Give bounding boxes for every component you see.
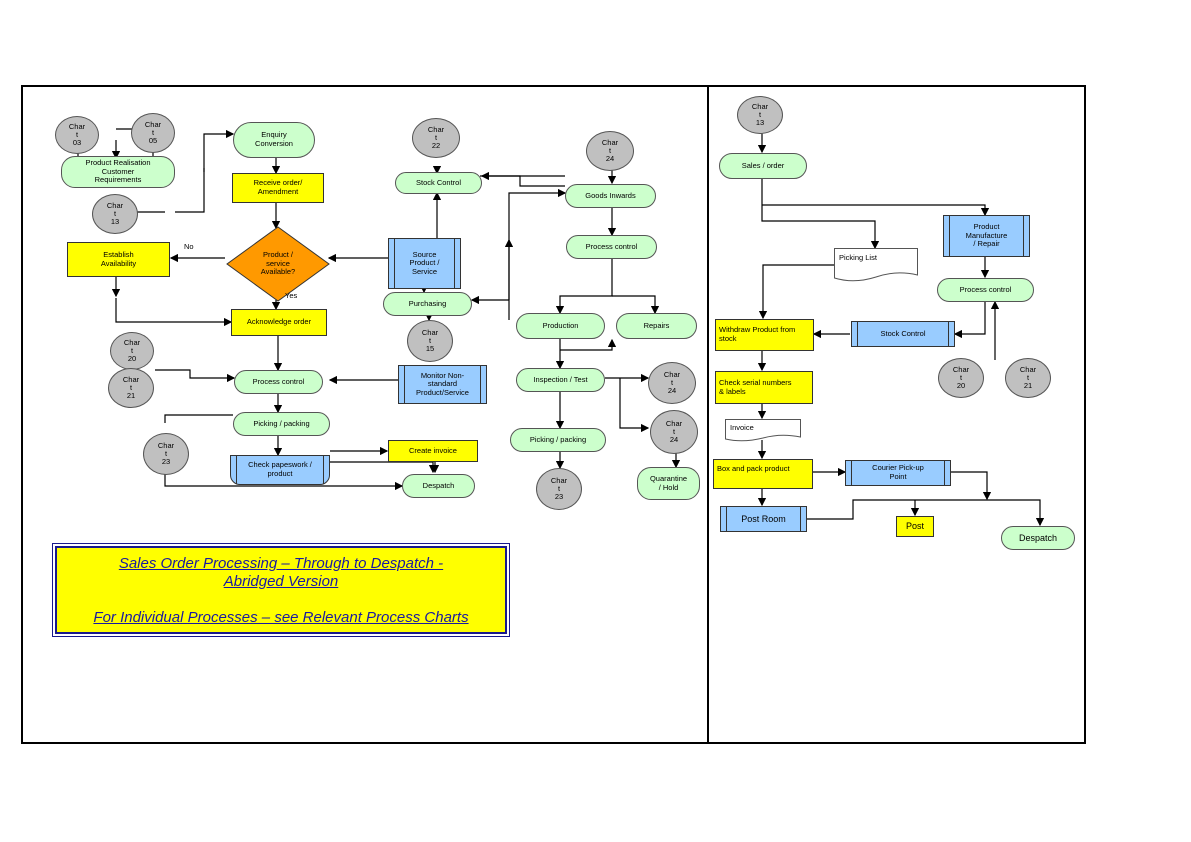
picking-packing-2-node: Picking / packing (510, 428, 606, 452)
title-line-1: Sales Order Processing – Through to Desp… (118, 555, 444, 572)
chart-ref-24-low: Char t 24 (650, 410, 698, 454)
process-control-node: Process control (234, 370, 323, 394)
post-node: Post (896, 516, 934, 537)
chart-ref-05: Char t 05 (131, 113, 175, 153)
sales-order-node: Sales / order (719, 153, 807, 179)
picking-packing-node: Picking / packing (233, 412, 330, 436)
chart-ref-24-top: Char t 24 (586, 131, 634, 171)
chart-ref-13: Char t 13 (92, 194, 138, 234)
product-realisation-node: Product Realisation Customer Requirement… (61, 156, 175, 188)
right-process-control-node: Process control (937, 278, 1034, 302)
title-line-2: Abridged Version (223, 573, 339, 590)
right-despatch-node: Despatch (1001, 526, 1075, 550)
picking-list-label: Picking List (839, 252, 877, 262)
right-chart-ref-20: Char t 20 (938, 358, 984, 398)
despatch-node: Despatch (402, 474, 475, 498)
receive-order-node: Receive order/ Amendment (232, 173, 324, 203)
chart-ref-24-mid: Char t 24 (648, 362, 696, 404)
chart-ref-21: Char t 21 (108, 368, 154, 408)
create-invoice-node: Create invoice (388, 440, 478, 462)
box-pack-node: Box and pack product (713, 459, 813, 489)
product-available-label: Product / service Available? (260, 250, 296, 277)
goods-inwards-node: Goods Inwards (565, 184, 656, 208)
inspection-test-node: Inspection / Test (516, 368, 605, 392)
repairs-node: Repairs (616, 313, 697, 339)
post-room-node: Post Room (720, 506, 807, 532)
purchasing-node: Purchasing (383, 292, 472, 316)
courier-node: Courier Pick-up Point (845, 460, 951, 486)
chart-ref-20: Char t 20 (110, 332, 154, 370)
chart-ref-03: Char t 03 (55, 116, 99, 154)
diagram-title-box: Sales Order Processing – Through to Desp… (52, 543, 510, 637)
yes-label: Yes (285, 291, 298, 300)
process-control-2-node: Process control (566, 235, 657, 259)
chart-ref-23: Char t 23 (143, 433, 189, 475)
enquiry-conversion-node: Enquiry Conversion (233, 122, 315, 158)
chart-ref-22: Char t 22 (412, 118, 460, 158)
invoice-label: Invoice (730, 422, 754, 432)
source-product-node: Source Product / Service (388, 238, 461, 289)
chart-ref-15: Char t 15 (407, 320, 453, 362)
establish-availability-node: Establish Availability (67, 242, 170, 277)
title-line-3: For Individual Processes – see Relevant … (93, 609, 469, 626)
invoice-doc (725, 419, 801, 442)
acknowledge-order-node: Acknowledge order (231, 309, 327, 336)
diagram-frame (21, 85, 1086, 744)
stock-control-node: Stock Control (395, 172, 482, 194)
right-stock-control-node: Stock Control (851, 321, 955, 347)
production-node: Production (516, 313, 605, 339)
panel-divider (707, 85, 709, 744)
check-paperwork-node: Check papeswork / product (230, 455, 330, 485)
chart-ref-23-b: Char t 23 (536, 468, 582, 510)
product-manufacture-node: Product Manufacture / Repair (943, 215, 1030, 257)
right-chart-ref-13: Char t 13 (737, 96, 783, 134)
product-available-decision (226, 226, 330, 302)
withdraw-product-node: Withdraw Product from stock (715, 319, 814, 351)
monitor-non-standard-node: Monitor Non- standard Product/Service (398, 365, 487, 404)
check-serial-node: Check serial numbers & labels (715, 371, 813, 404)
right-chart-ref-21: Char t 21 (1005, 358, 1051, 398)
quarantine-node: Quarantine / Hold (637, 467, 700, 500)
no-label: No (184, 242, 194, 251)
picking-list-doc (834, 248, 918, 282)
